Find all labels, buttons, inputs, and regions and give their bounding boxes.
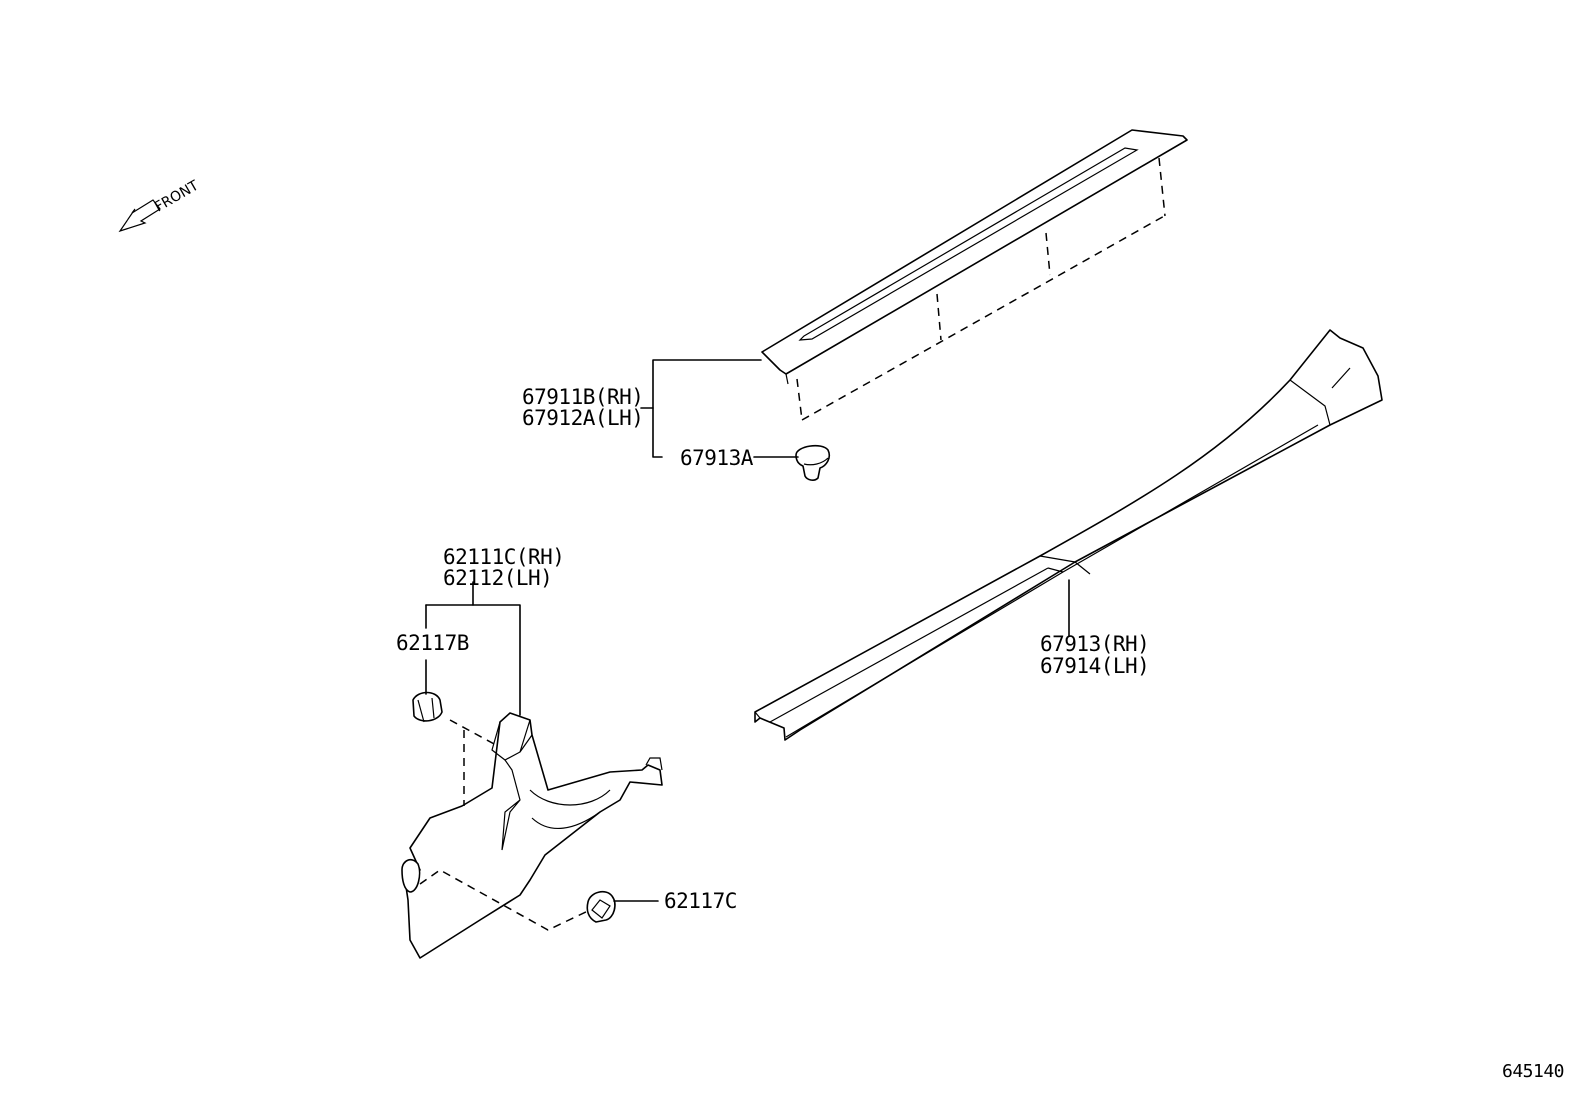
label-62111C: 62111C(RH): [443, 545, 564, 569]
scuff-plate-part: [761, 129, 1188, 421]
step-cover-part: [754, 329, 1383, 741]
label-67913: 67913(RH): [1040, 632, 1149, 656]
label-62112: 62112(LH): [443, 566, 552, 590]
front-label: FRONT: [152, 177, 202, 215]
clip-lower-part: [586, 890, 616, 923]
label-67914: 67914(LH): [1040, 654, 1149, 678]
diagram-id: 645140: [1502, 1061, 1564, 1082]
clip-upper-part: [412, 691, 443, 723]
leader-upper-group: [640, 359, 799, 458]
label-67912A: 67912A(LH): [522, 406, 643, 430]
cowl-side-trim-part: [401, 712, 663, 959]
label-62117C: 62117C: [664, 889, 737, 913]
leader-trim-group: [425, 581, 659, 902]
scuff-clip-part: [795, 444, 831, 481]
front-arrow-icon: FRONT: [118, 177, 202, 233]
label-67911B: 67911B(RH): [522, 385, 643, 409]
label-62117B: 62117B: [396, 631, 469, 655]
trim-assembly-lines: [419, 719, 591, 931]
label-67913A: 67913A: [680, 446, 754, 470]
